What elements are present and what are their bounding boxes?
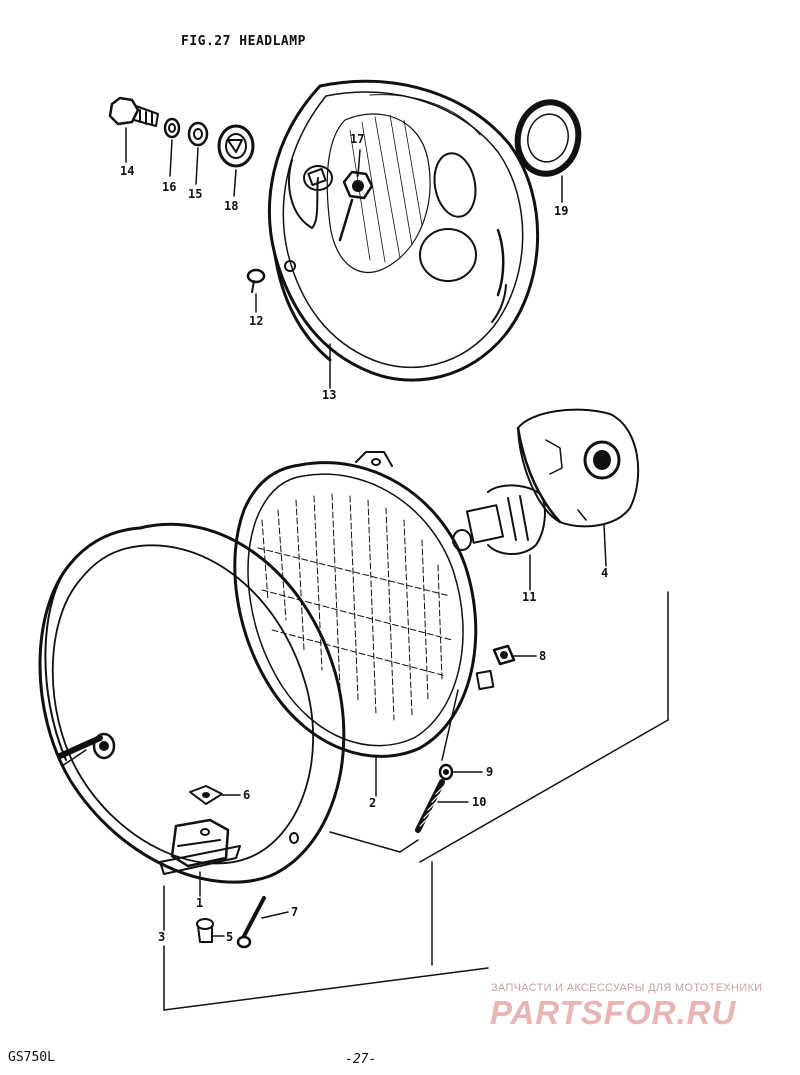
- screw-part-7: [236, 896, 266, 949]
- callout-11: 11: [522, 590, 537, 604]
- page-number: -27-: [345, 1052, 377, 1067]
- screw-part-12: [246, 268, 266, 293]
- callout-6: 6: [243, 788, 251, 802]
- callout-10: 10: [472, 795, 487, 809]
- screw-part-5: [196, 918, 214, 943]
- callout-7: 7: [291, 905, 299, 919]
- bulb-part-11: [452, 484, 546, 555]
- callout-19: 19: [554, 204, 569, 218]
- callout-12: 12: [249, 314, 264, 328]
- watermark-logo: PARTSFOR.RU: [490, 994, 737, 1031]
- spring-part-10: [415, 779, 445, 833]
- callout-1: 1: [196, 896, 204, 910]
- callout-4: 4: [601, 566, 609, 580]
- grommet-part-19: [514, 99, 582, 177]
- washer-part-16: [163, 117, 181, 139]
- clip-nut-part-6: [189, 785, 223, 805]
- callout-2: 2: [369, 796, 377, 810]
- headlamp-lens-unit-part-2: [233, 451, 495, 758]
- bolt-part-14: [108, 96, 159, 127]
- callout-3: 3: [158, 930, 166, 944]
- callout-14: 14: [120, 164, 135, 178]
- washer-part-15: [187, 121, 209, 147]
- grommet-part-18: [217, 124, 255, 168]
- callout-15: 15: [188, 187, 203, 201]
- socket-cover-part-4: [516, 408, 640, 528]
- headlamp-housing-part-13: [267, 79, 540, 382]
- callout-18: 18: [224, 199, 239, 213]
- callout-5: 5: [226, 930, 234, 944]
- watermark-tagline: ЗАПЧАСТИ И АКСЕССУАРЫ ДЛЯ МОТОТЕХНИКИ: [491, 982, 763, 994]
- callout-8: 8: [539, 649, 547, 663]
- figure-title: FIG.27 HEADLAMP: [181, 34, 306, 49]
- washer-part-9: [438, 763, 454, 781]
- callout-9: 9: [486, 765, 494, 779]
- callout-17: 17: [350, 132, 365, 146]
- model-code: GS750L: [8, 1050, 55, 1065]
- callout-13: 13: [322, 388, 337, 402]
- callout-16: 16: [162, 180, 177, 194]
- leader-lines: [125, 127, 669, 1011]
- headlamp-rim-part-3: [38, 522, 346, 884]
- nut-part-8: [492, 644, 516, 666]
